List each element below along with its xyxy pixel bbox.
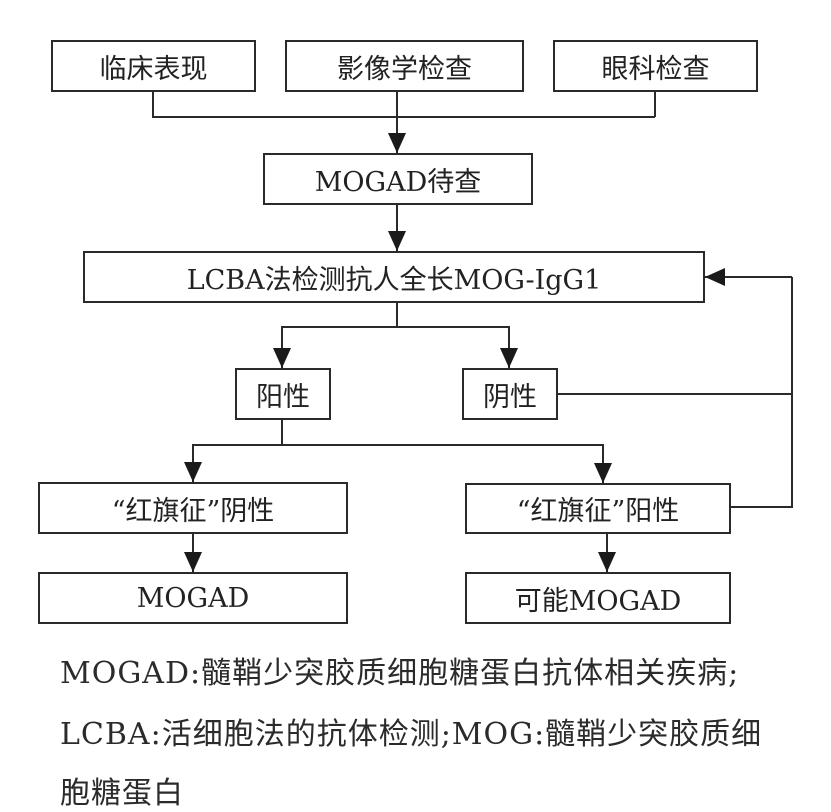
- node-mogad: MOGAD: [38, 572, 348, 624]
- node-redflag-negative: “红旗征”阴性: [38, 482, 348, 534]
- edge-positive-to-redflag-positive: [282, 444, 612, 483]
- edge-redflag-positive-to-loop: [730, 277, 793, 508]
- node-label: 阳性: [256, 381, 310, 413]
- node-ophthalmic-exam: 眼科检查: [553, 40, 758, 92]
- node-redflag-positive: “红旗征”阳性: [465, 483, 731, 534]
- caption-line-2: LCBA:活细胞法的抗体检测;MOG:髓鞘少突胶质细: [60, 717, 763, 752]
- node-label: “红旗征”阳性: [516, 496, 680, 527]
- node-mogad-pending: MOGAD待查: [263, 153, 533, 205]
- node-label: 影像学检查: [337, 53, 472, 85]
- node-label: 可能MOGAD: [514, 585, 682, 617]
- node-lcba-test: LCBA法检测抗人全长MOG-IgG1: [83, 251, 705, 303]
- node-label: MOGAD待查: [314, 166, 482, 198]
- node-negative: 阴性: [462, 368, 558, 420]
- node-label: LCBA法检测抗人全长MOG-IgG1: [186, 264, 602, 296]
- caption-line-1: MOGAD:髓鞘少突胶质细胞糖蛋白抗体相关疾病;: [60, 656, 740, 691]
- edge-positive-to-redflag-negative: [184, 444, 282, 482]
- node-label: 阴性: [483, 381, 537, 413]
- node-label: 眼科检查: [601, 53, 710, 85]
- caption-line-3: 胞糖蛋白: [60, 776, 184, 811]
- edge-lcba-to-positive: [273, 326, 397, 368]
- node-label: 临床表现: [99, 53, 208, 85]
- node-positive: 阳性: [235, 368, 331, 420]
- node-possible-mogad: 可能MOGAD: [465, 572, 731, 624]
- node-label: MOGAD: [136, 582, 250, 614]
- node-clinical-presentation: 临床表现: [51, 40, 256, 92]
- node-imaging-exam: 影像学检查: [285, 40, 524, 92]
- edge-lcba-to-negative: [397, 326, 518, 368]
- node-label: “红旗征”阴性: [111, 495, 275, 527]
- edge-clinical-to-merge: [152, 92, 655, 118]
